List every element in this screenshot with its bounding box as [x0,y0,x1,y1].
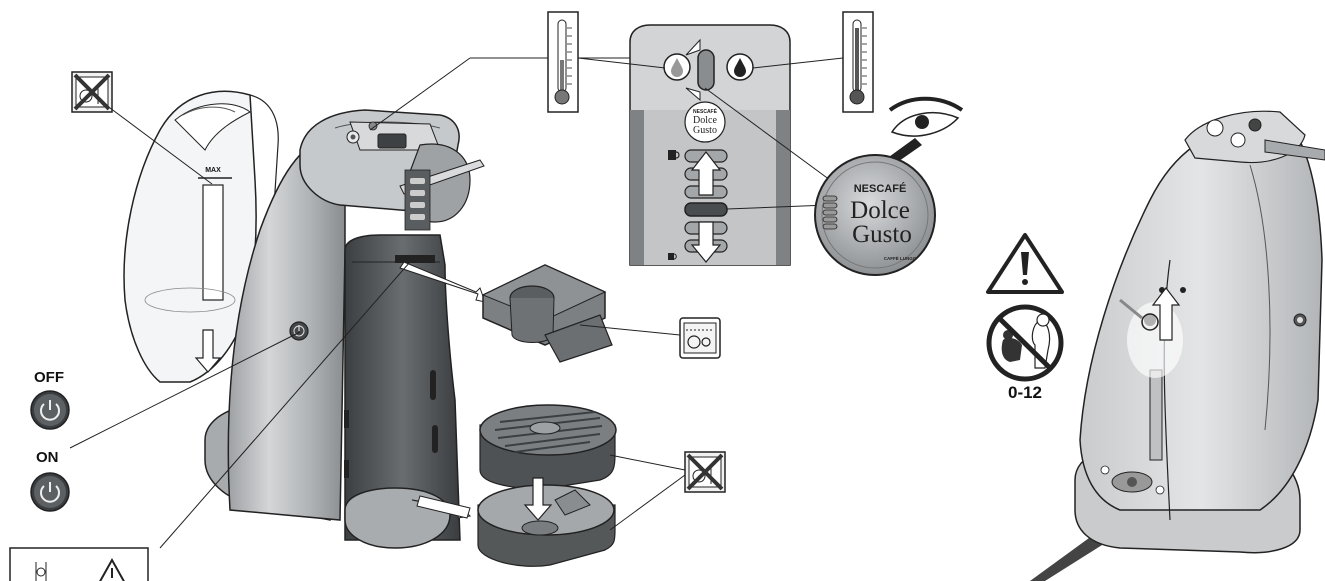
capsule-brand-line2: Gusto [852,221,912,248]
no-dishwasher-icon-2 [685,452,725,492]
thermometer-cold-icon [548,12,578,112]
capsule-brand-top: NESCAFÉ [854,182,907,195]
no-dishwasher-icon [72,72,112,112]
temperature-lever[interactable] [698,50,714,90]
volume-lever[interactable] [685,203,727,216]
no-children-icon [989,307,1061,379]
panel-logo-line2: Gusto [693,125,717,136]
capsule: NESCAFÉ Dolce Gusto CAFFÈ LUNGO [815,155,935,275]
capsule-volume-scale [823,196,837,229]
control-panel-detail: NESCAFÉ Dolce Gusto [630,25,790,265]
drip-grid[interactable] [480,405,616,488]
panel-logo-top: NESCAFÉ [693,107,718,115]
on-label: ON [36,449,59,466]
off-label: OFF [34,369,64,386]
capsule-brand-line1: Dolce [850,197,910,224]
power-off-icon [31,391,69,429]
warning-detail-box [10,548,148,581]
age-label: 0-12 [1008,383,1042,402]
coffee-machine-side-view [1030,111,1325,581]
warning-triangle-icon [988,235,1062,292]
capsule-variety: CAFFÈ LUNGO [884,254,917,261]
power-on-icon [31,473,69,511]
dishwasher-safe-icon [680,318,720,358]
drip-tray[interactable] [478,478,615,566]
thermometer-hot-icon [843,12,873,112]
capsule-holder[interactable] [483,265,612,362]
tank-max-label: MAX [205,167,221,174]
